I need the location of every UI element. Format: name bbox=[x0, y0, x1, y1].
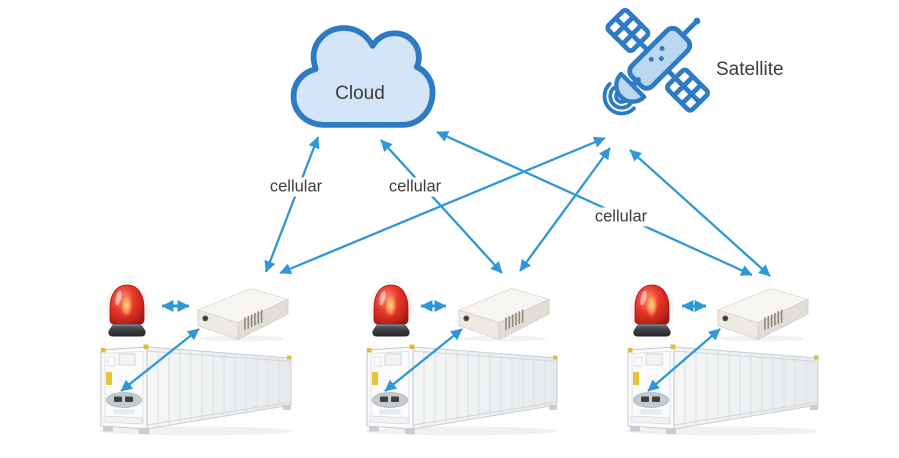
cellular-label-3: cellular bbox=[591, 207, 651, 227]
cellular-label-2: cellular bbox=[385, 177, 445, 197]
link-satellite-unit3 bbox=[629, 149, 771, 277]
cloud-node: Cloud bbox=[283, 21, 441, 135]
cloud-icon bbox=[290, 25, 436, 128]
link-cloud-unit2 bbox=[380, 139, 503, 274]
link-cloud-unit1 bbox=[264, 136, 320, 273]
alarm-beacon-icon-1 bbox=[101, 281, 153, 339]
link-satellite-unit1 bbox=[279, 136, 606, 275]
gateway-device-icon-1 bbox=[196, 283, 290, 343]
link-cloud-unit3 bbox=[436, 130, 753, 277]
cellular-label-1: cellular bbox=[266, 177, 326, 197]
gateway-device-icon-2 bbox=[457, 283, 551, 343]
alarm-beacon-icon-3 bbox=[626, 281, 678, 339]
reefer-container-icon-3 bbox=[622, 341, 824, 436]
cloud-label: Cloud bbox=[335, 83, 385, 104]
reefer-container-icon-2 bbox=[361, 341, 563, 436]
alarm-beacon-icon-2 bbox=[365, 281, 417, 339]
reefer-container-icon-1 bbox=[95, 341, 297, 436]
satellite-label: Satellite bbox=[716, 59, 784, 80]
gateway-device-icon-3 bbox=[716, 283, 810, 343]
satellite-icon bbox=[602, 8, 710, 116]
